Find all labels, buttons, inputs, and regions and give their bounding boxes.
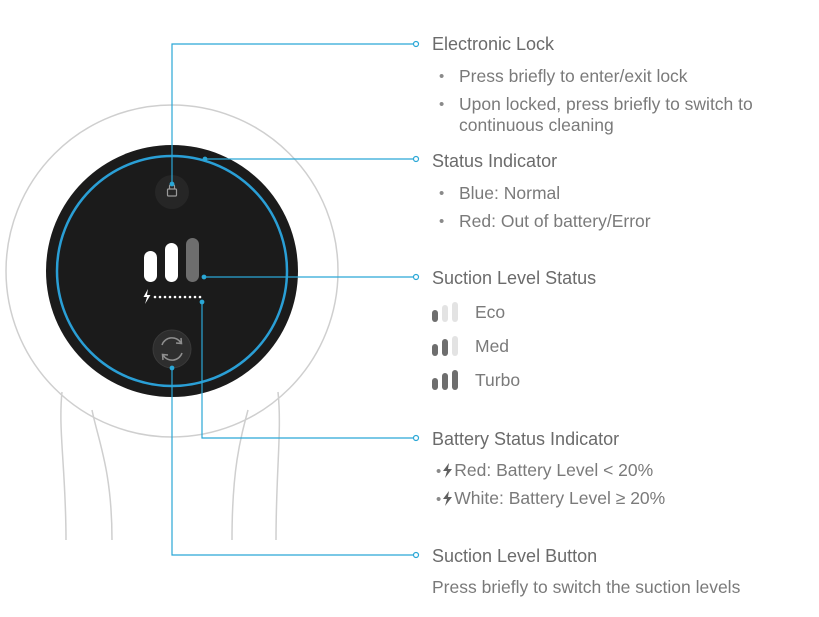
level-label-med: Med [475, 336, 510, 356]
lightning-bolt-icon [143, 289, 151, 304]
suction-level-button-description: Press briefly to switch the suction leve… [432, 577, 741, 597]
suction-level-med: Med [432, 336, 552, 358]
lightning-bolt-icon [443, 463, 453, 478]
suction-bar-2 [165, 243, 178, 282]
battery-status-item-white: •White: Battery Level ≥ 20% [436, 488, 666, 508]
legend-bar [452, 336, 458, 356]
leader-lines [169, 40, 420, 559]
suction-level-eco: Eco [432, 302, 552, 324]
suction-level-bars [144, 238, 199, 282]
electronic-lock-item-2-continued: continuous cleaning [459, 115, 614, 135]
cycle-arrows-icon [161, 337, 183, 361]
legend-bar [432, 378, 438, 390]
status-indicator-item-blue: Blue: Normal [439, 184, 560, 202]
suction-level-status-heading: Suction Level Status [432, 268, 597, 288]
level-label-eco: Eco [475, 302, 506, 322]
electronic-lock-item-2: Upon locked, press briefly to switch to [439, 95, 753, 113]
leader-line-suction-button [171, 368, 414, 556]
legend-bar [452, 302, 458, 322]
suction-level-button-heading: Suction Level Button [432, 546, 598, 566]
battery-status-heading: Battery Status Indicator [432, 429, 620, 449]
electronic-lock-heading: Electronic Lock [432, 34, 555, 54]
suction-bar-3 [186, 238, 199, 282]
battery-status-item-red: •Red: Battery Level < 20% [436, 460, 654, 480]
legend-bar [432, 310, 438, 322]
legend-bar [452, 370, 458, 390]
electronic-lock-item-1: Press briefly to enter/exit lock [439, 67, 688, 85]
battery-status-indicator [143, 289, 202, 304]
leader-line-battery-status [201, 302, 414, 439]
leader-line-electronic-lock [171, 43, 414, 184]
level-label-turbo: Turbo [475, 370, 521, 390]
legend-bar [442, 305, 448, 322]
lightning-bolt-icon [443, 491, 453, 506]
legend-bar [442, 373, 448, 390]
suction-bar-1 [144, 251, 157, 282]
status-indicator-heading: Status Indicator [432, 151, 558, 171]
legend-bar [442, 339, 448, 356]
status-indicator-item-red: Red: Out of battery/Error [439, 212, 651, 230]
suction-level-button[interactable] [152, 329, 192, 369]
legend-bar [432, 344, 438, 356]
suction-level-turbo: Turbo [432, 370, 552, 392]
